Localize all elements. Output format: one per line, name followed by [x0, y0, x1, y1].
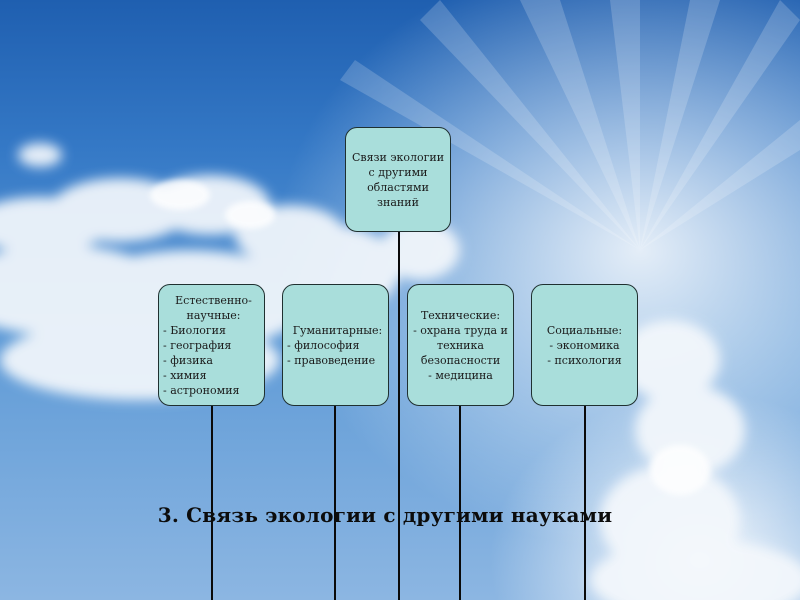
branch-line: - охрана труда и: [413, 323, 508, 337]
branch-technical: Технические: - охрана труда и техника бе…: [407, 284, 514, 406]
connector-root: [398, 232, 400, 600]
branch-line: - физика: [163, 353, 213, 367]
branch-line: - география: [163, 338, 232, 352]
branch-line: - химия: [163, 368, 207, 382]
branch-line: техника: [437, 338, 484, 352]
connector-natural-sciences: [211, 406, 213, 600]
root-node-line: областями: [367, 180, 429, 194]
branch-humanities: Гуманитарные: - философия - правоведение: [282, 284, 389, 406]
branch-line: - правоведение: [287, 353, 376, 367]
branch-line: Гуманитарные:: [292, 323, 383, 337]
branch-line: Технические:: [420, 308, 501, 322]
branch-line: - медицина: [428, 368, 493, 382]
branch-line: - психология: [547, 353, 622, 367]
branch-line: - Биология: [163, 323, 226, 337]
branch-line: Естественно-: [175, 293, 252, 307]
branch-line: - экономика: [549, 338, 620, 352]
connector-humanities: [334, 406, 336, 600]
branch-natural-sciences: Естественно- научные: - Биология - геогр…: [158, 284, 265, 406]
root-node-line: знаний: [377, 195, 419, 209]
branch-social: Социальные: - экономика - психология: [531, 284, 638, 406]
root-node-line: с другими: [368, 165, 428, 179]
slide-title: 3. Связь экологии с другими науками: [157, 503, 613, 527]
branch-line: - астрономия: [163, 383, 240, 397]
branch-line: - философия: [287, 338, 360, 352]
branch-line: научные:: [186, 308, 241, 322]
branch-line: безопасности: [420, 353, 501, 367]
root-node-line: Связи экологии: [351, 150, 445, 164]
connector-social: [584, 406, 586, 600]
root-node: Связи экологии с другими областями знани…: [345, 127, 451, 232]
connector-technical: [459, 406, 461, 600]
branch-line: Социальные:: [546, 323, 623, 337]
